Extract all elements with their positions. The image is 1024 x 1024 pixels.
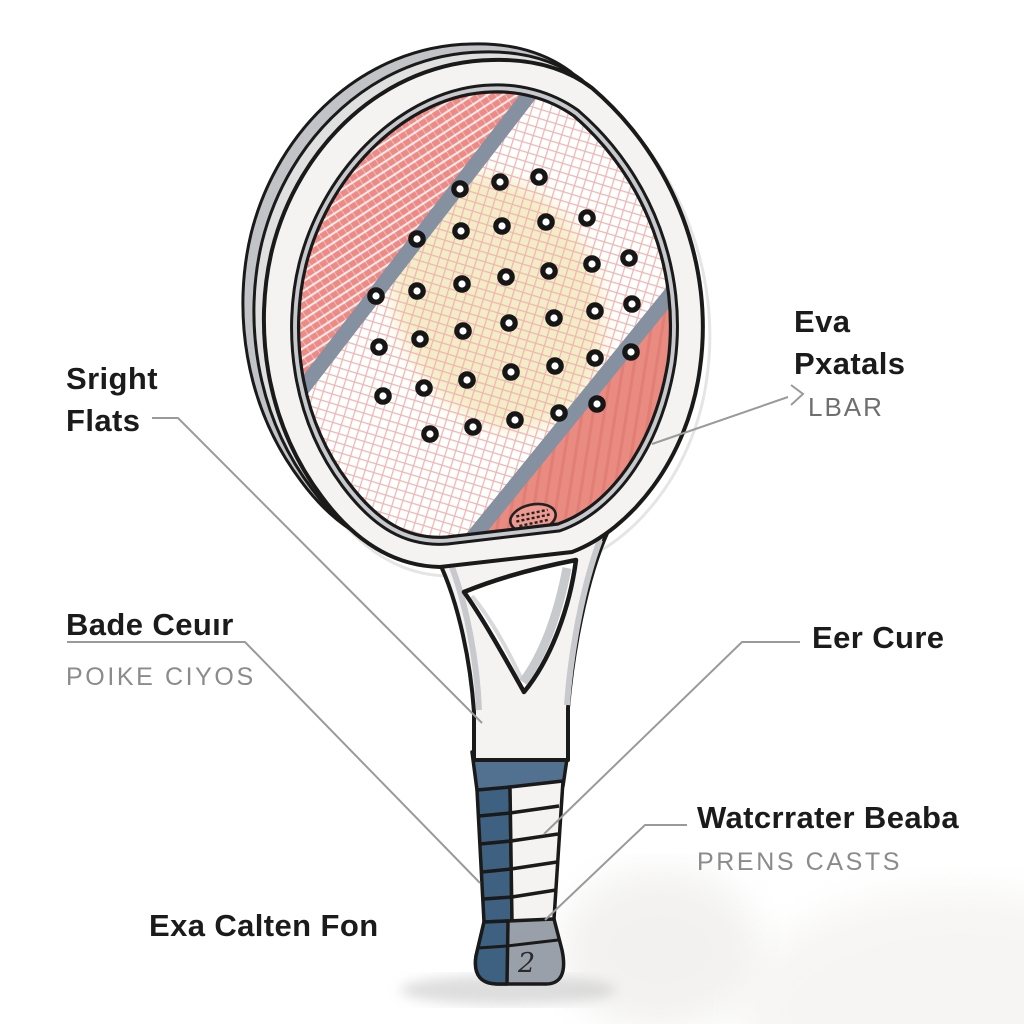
divider-band-1 xyxy=(298,91,566,402)
racket-hole-dot xyxy=(502,363,520,381)
racket-hole-dot xyxy=(421,425,439,443)
label-title-line: Sright xyxy=(66,361,158,396)
racket-hole-dot xyxy=(452,222,470,240)
label-title: Exa Calten Fon xyxy=(149,908,379,943)
hole-dots xyxy=(367,168,641,443)
label-title-line: Pxatals xyxy=(794,346,906,381)
racket-hole-dot xyxy=(550,404,568,422)
racket-hole-dot xyxy=(497,268,515,286)
racket-hole-dot xyxy=(622,343,640,361)
divider-band-2 xyxy=(442,253,671,538)
racket-hole-dot xyxy=(506,411,524,429)
racket-hole-dot xyxy=(586,302,604,320)
leader-bade-ceur xyxy=(67,641,481,884)
leader-watcrrater xyxy=(544,824,687,921)
racket-hole-dot xyxy=(537,213,555,231)
racket-hole-dot xyxy=(545,309,563,327)
string-face xyxy=(298,91,671,538)
racket-hole-dot xyxy=(530,168,548,186)
butt-cap-blue-wedge xyxy=(473,919,510,986)
label-subtitle: POIKE CIYOS xyxy=(66,663,256,691)
racket-hole-dot xyxy=(451,180,469,198)
racket-hole-dot xyxy=(623,295,641,313)
racket-hole-dot xyxy=(408,282,426,300)
arrowhead-icon xyxy=(790,384,805,406)
ground-shadow xyxy=(400,870,1024,1024)
label-title: Watcrrater Beaba xyxy=(697,800,959,835)
label-title: Eer Cure xyxy=(812,620,945,655)
racket-hole-dot xyxy=(493,217,511,235)
racket-hole-dot xyxy=(454,322,472,340)
racket-hole-dot xyxy=(620,249,638,267)
leader-sright-flats xyxy=(152,417,483,724)
leader-eva-arrow xyxy=(651,396,789,445)
grip-mark: 2 xyxy=(517,948,535,979)
label-subtitle: LBAR xyxy=(808,392,884,422)
racket-hole-dot xyxy=(586,349,604,367)
throat-opening xyxy=(461,557,579,695)
label-title-line: Eva xyxy=(794,304,851,339)
racket-hole-dot xyxy=(453,275,471,293)
label-eva-pxatals: Eva Pxatals LBAR xyxy=(794,301,905,422)
racket-hole-dot xyxy=(411,330,429,348)
racket-hole-dot xyxy=(500,314,518,332)
label-watcrrater-beaba: Watcrrater Beaba PRENS CASTS xyxy=(697,797,959,877)
grip-left-column xyxy=(475,785,514,924)
racket-hole-dot xyxy=(408,230,426,248)
racket-hole-dot xyxy=(540,262,558,280)
racket-hole-dot xyxy=(370,338,388,356)
label-bade-ceur: Bade Ceuır POIKE CIYOS xyxy=(66,604,256,692)
racket-hole-dot xyxy=(578,209,596,227)
racket-hole-dot xyxy=(374,387,392,405)
racket-hole-dot xyxy=(546,357,564,375)
label-exa-calten-fon: Exa Calten Fon xyxy=(149,905,379,947)
racket-hole-dot xyxy=(367,287,385,305)
racket-hole-dot xyxy=(491,173,509,191)
label-eer-cure: Eer Cure xyxy=(812,617,944,659)
racket-hole-dot xyxy=(464,418,482,436)
racket-hole-dot xyxy=(415,379,433,397)
label-title: Bade Ceuır xyxy=(66,607,234,642)
label-subtitle: PRENS CASTS xyxy=(697,848,903,876)
racket-head xyxy=(241,42,705,570)
racket-hole-dot xyxy=(458,371,476,389)
label-title-line: Flats xyxy=(66,403,141,438)
throat xyxy=(432,521,614,762)
grip-bands xyxy=(478,804,560,901)
racket-hole-dot xyxy=(588,395,606,413)
leader-eer-cure xyxy=(543,641,800,835)
handle xyxy=(470,750,570,986)
racket-hole-dot xyxy=(583,255,601,273)
label-sright-flats: Sright Flats xyxy=(66,358,158,442)
grip-right-column xyxy=(508,779,565,924)
